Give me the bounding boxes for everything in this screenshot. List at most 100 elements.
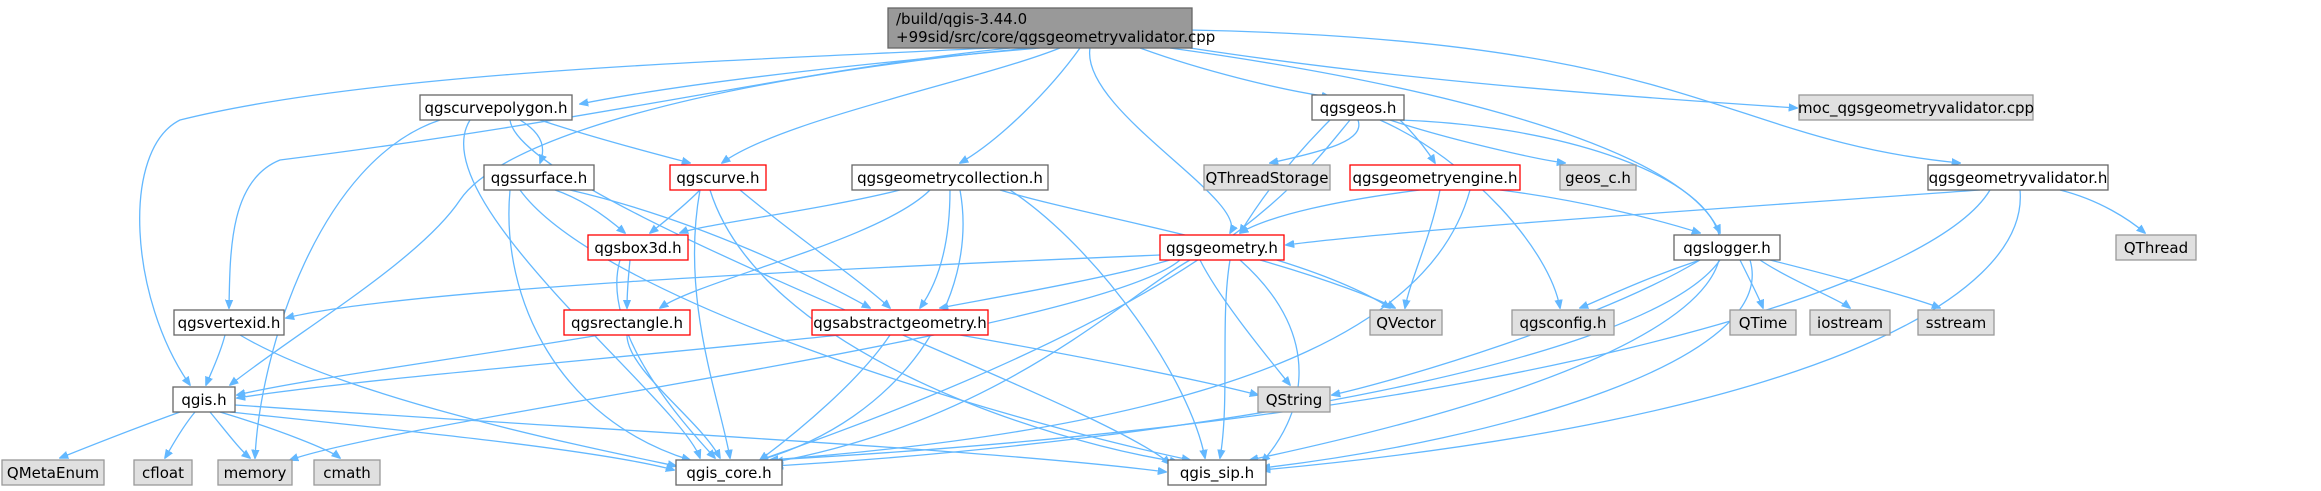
node-label: qgsvertexid.h	[178, 314, 281, 332]
node-qgsabstractgeometry-h[interactable]: qgsabstractgeometry.h	[811, 309, 989, 336]
node-label: qgscurve.h	[676, 169, 759, 187]
node-QVector[interactable]: QVector	[1369, 309, 1443, 336]
node-label: iostream	[1817, 314, 1883, 332]
node-label: QString	[1266, 391, 1323, 409]
include-edge	[519, 189, 1190, 460]
root-node-qgsgeometryvalidator-cpp: /build/qgis-3.44.0 +99sid/src/core/qgsge…	[887, 7, 1215, 49]
include-edge	[940, 259, 1171, 308]
include-edge	[1270, 119, 1360, 163]
include-edge	[660, 189, 931, 308]
node-iostream[interactable]: iostream	[1809, 309, 1891, 336]
include-edge	[709, 189, 1178, 462]
node-label: qgsrectangle.h	[571, 314, 683, 332]
node-qgsbox3d-h[interactable]: qgsbox3d.h	[587, 234, 689, 261]
include-edge	[616, 259, 715, 458]
include-edge	[1405, 189, 1441, 308]
include-edge	[1399, 119, 1435, 163]
node-label: qgscurvepolygon.h	[424, 99, 567, 117]
node-cmath[interactable]: cmath	[313, 459, 381, 486]
include-edge	[693, 189, 730, 458]
node-qgsvertexid-h[interactable]: qgsvertexid.h	[173, 309, 285, 336]
include-edge	[770, 189, 1991, 460]
include-edge	[165, 411, 196, 458]
node-qgis-core-h[interactable]: qgis_core.h	[675, 459, 783, 486]
node-qgscurvepolygon-h[interactable]: qgscurvepolygon.h	[419, 94, 573, 121]
include-edge	[554, 189, 625, 233]
include-edge	[1769, 259, 1940, 308]
include-edge	[1220, 259, 1231, 458]
include-edge	[1739, 259, 1763, 308]
node-qgsgeometryengine-h[interactable]: qgsgeometryengine.h	[1349, 164, 1521, 191]
include-edge	[1379, 119, 1560, 308]
node-qgscurve-h[interactable]: qgscurve.h	[669, 164, 767, 191]
node-cfloat[interactable]: cfloat	[133, 459, 193, 486]
node-qgsrectangle-h[interactable]: qgsrectangle.h	[563, 309, 691, 336]
node-qgsconfig-h[interactable]: qgsconfig.h	[1511, 309, 1615, 336]
include-edge	[237, 334, 841, 398]
include-edge	[739, 189, 890, 308]
include-edge	[960, 47, 1081, 163]
include-edge	[760, 334, 891, 460]
node-label: qgsgeometry.h	[1166, 239, 1278, 257]
include-edge	[1259, 259, 1395, 308]
include-edge	[290, 259, 1181, 460]
node-QThread[interactable]: QThread	[2115, 234, 2197, 261]
node-label: QVector	[1376, 314, 1436, 332]
include-edge	[1759, 259, 1850, 308]
include-edge	[255, 119, 441, 458]
include-edge	[1089, 47, 1232, 233]
include-edge	[539, 119, 690, 163]
node-label: qgsgeometryengine.h	[1353, 169, 1518, 187]
include-edge	[626, 334, 720, 458]
include-edge	[760, 189, 964, 460]
include-edge	[1009, 189, 1205, 458]
include-edge	[519, 119, 543, 163]
include-edge	[580, 47, 1041, 104]
node-label: cfloat	[142, 464, 184, 482]
node-label: qgis_sip.h	[1180, 464, 1254, 483]
node-QThreadStorage[interactable]: QThreadStorage	[1203, 164, 1331, 191]
node-qgslogger-h[interactable]: qgslogger.h	[1673, 234, 1781, 261]
node-label: cmath	[323, 464, 370, 482]
node-geos-c-h[interactable]: geos_c.h	[1559, 164, 1637, 191]
node-label: qgslogger.h	[1683, 239, 1771, 257]
node-qgsgeometrycollection-h[interactable]: qgsgeometrycollection.h	[851, 164, 1049, 191]
include-edge	[462, 119, 700, 458]
include-edge	[286, 254, 1161, 318]
node-QString[interactable]: QString	[1257, 386, 1331, 413]
node-label: qgssurface.h	[491, 169, 588, 187]
node-label: sstream	[1926, 314, 1986, 332]
include-edge	[1169, 47, 1720, 233]
include-edge	[775, 259, 1191, 462]
include-edge	[60, 411, 181, 458]
node-label: QThreadStorage	[1206, 169, 1329, 187]
include-edge	[775, 259, 1721, 466]
node-memory[interactable]: memory	[217, 459, 293, 486]
node-moc-qgsgeometryvalidator-cpp[interactable]: moc_qgsgeometryvalidator.cpp	[1798, 94, 2034, 121]
include-edge	[1250, 119, 1722, 460]
include-edge	[1499, 189, 1700, 233]
include-edge	[229, 411, 674, 470]
include-edge	[1262, 189, 2021, 470]
node-qgssurface-h[interactable]: qgssurface.h	[483, 164, 595, 191]
include-edge	[627, 259, 630, 308]
include-edge	[1332, 259, 1701, 395]
node-qgsgeos-h[interactable]: qgsgeos.h	[1311, 94, 1405, 121]
node-qgsgeometry-h[interactable]: qgsgeometry.h	[1159, 234, 1285, 261]
include-edge	[239, 334, 676, 466]
include-edge	[229, 47, 1011, 308]
node-label: qgsconfig.h	[1519, 314, 1606, 332]
node-label: QTime	[1739, 314, 1788, 332]
node-sstream[interactable]: sstream	[1917, 309, 1995, 336]
node-label: QMetaEnum	[7, 464, 99, 482]
node-QMetaEnum[interactable]: QMetaEnum	[1, 459, 105, 486]
include-edge	[1240, 189, 1421, 233]
node-QTime[interactable]: QTime	[1729, 309, 1797, 336]
node-qgis-h[interactable]: qgis.h	[172, 386, 236, 413]
include-edge	[209, 411, 250, 458]
node-qgis-sip-h[interactable]: qgis_sip.h	[1167, 459, 1267, 486]
include-edge	[569, 189, 870, 308]
node-qgsgeometryvalidator-h[interactable]: qgsgeometryvalidator.h	[1927, 164, 2109, 191]
node-label: geos_c.h	[1565, 169, 1631, 188]
